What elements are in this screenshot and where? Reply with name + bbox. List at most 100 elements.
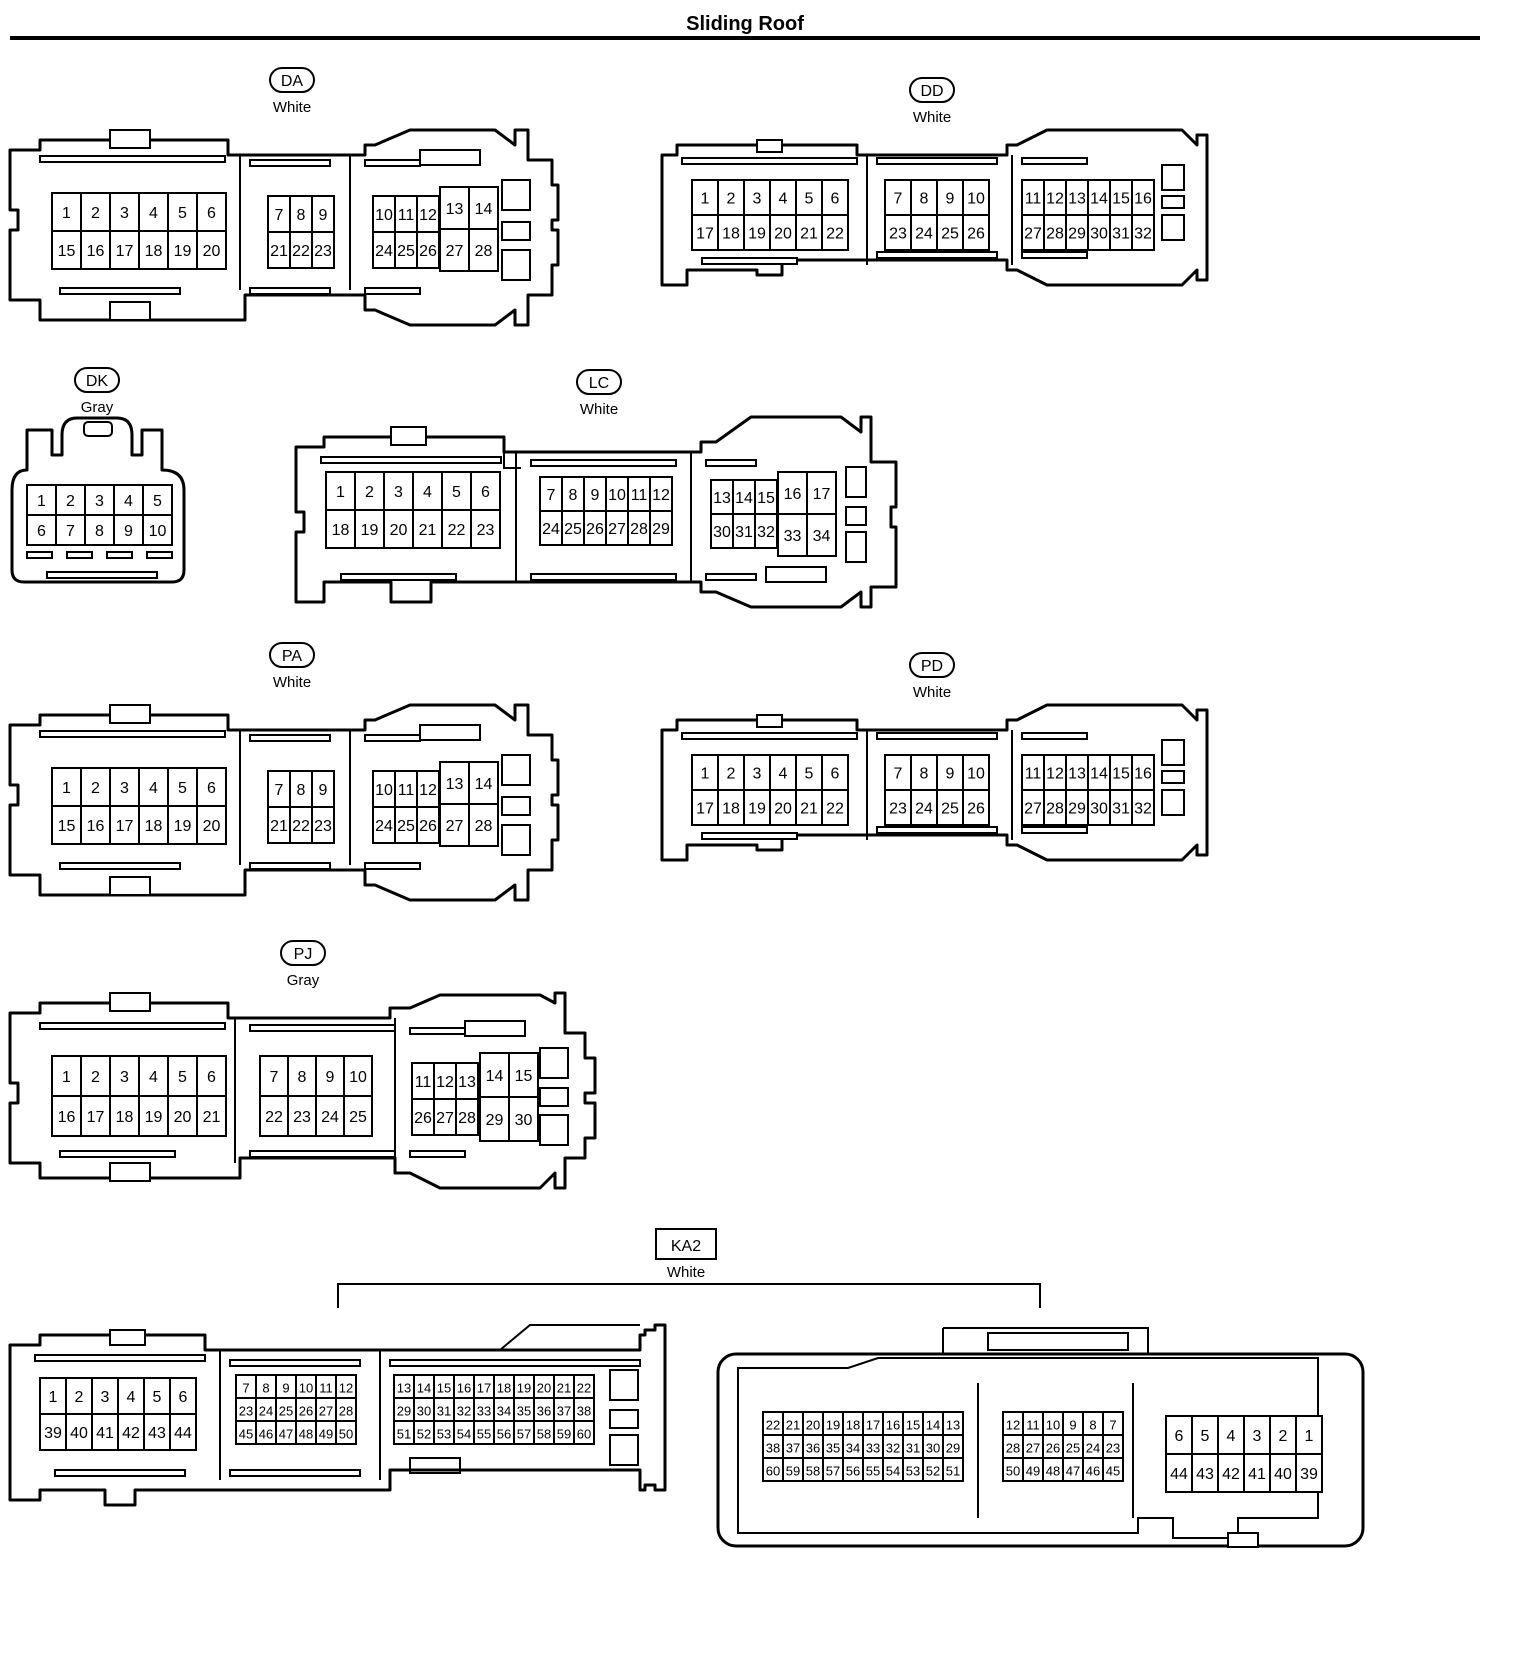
- pin-number: 7: [242, 1381, 249, 1396]
- pin-number: 46: [1086, 1464, 1100, 1479]
- pin-number: 21: [557, 1381, 571, 1396]
- connector-feature: [249, 734, 331, 742]
- pin-cell: [508, 1096, 539, 1142]
- pin-number: 3: [394, 484, 403, 501]
- connector-feature: [66, 551, 93, 559]
- pin-number: 25: [564, 521, 582, 538]
- pin-number: 3: [95, 493, 104, 510]
- pin-cell: [743, 179, 771, 216]
- pin-number: 36: [806, 1441, 820, 1456]
- connector-feature: [539, 1087, 569, 1107]
- pin-number: 8: [569, 487, 578, 504]
- pin-number: 27: [1024, 226, 1042, 243]
- pin-number: 28: [458, 1110, 476, 1127]
- connector-feature: [409, 1150, 466, 1158]
- pin-number: 6: [831, 191, 840, 208]
- pin-number: 9: [319, 207, 328, 224]
- pin-number: 23: [889, 801, 907, 818]
- pin-cell: [439, 803, 470, 847]
- connector-feature: [109, 1329, 146, 1346]
- pin-cell: [1102, 1457, 1124, 1482]
- pin-number: 24: [259, 1404, 273, 1419]
- connector-id: DA: [281, 73, 304, 90]
- pin-number: 9: [591, 487, 600, 504]
- connector-feature: [364, 862, 421, 870]
- pin-cell: [196, 805, 227, 845]
- pin-cell: [142, 484, 173, 516]
- connector-feature: [464, 1020, 526, 1037]
- pin-number: 12: [652, 487, 670, 504]
- pin-number: 18: [497, 1381, 511, 1396]
- pin-number: 38: [577, 1404, 591, 1419]
- pin-number: 43: [148, 1425, 166, 1442]
- pin-cell: [259, 1095, 289, 1137]
- connector-divider: [866, 730, 1013, 840]
- pin-cell: [51, 805, 82, 845]
- pin-number: 29: [1068, 801, 1086, 818]
- connector-feature: [499, 1324, 640, 1351]
- pin-cell: [311, 806, 335, 844]
- connector-color: White: [273, 99, 311, 116]
- pin-number: 15: [1112, 766, 1130, 783]
- pin-number: 17: [696, 226, 714, 243]
- pin-cell: [769, 789, 797, 826]
- pin-number: 19: [174, 243, 192, 260]
- pin-number: 25: [941, 801, 959, 818]
- connector-feature: [876, 251, 998, 259]
- pin-number: 17: [866, 1418, 880, 1433]
- connector-outline: [660, 128, 1209, 287]
- connector-feature: [109, 876, 151, 896]
- connector-feature: [539, 1114, 569, 1146]
- pin-number: 14: [1090, 766, 1108, 783]
- pin-number: 2: [91, 205, 100, 222]
- pin-number: 15: [437, 1381, 451, 1396]
- connector-feature: [701, 832, 798, 840]
- pin-number: 40: [1274, 1466, 1292, 1483]
- connector-feature: [106, 551, 133, 559]
- connector-divider: [977, 1383, 1134, 1518]
- pin-number: 35: [517, 1404, 531, 1419]
- pin-cell: [39, 1413, 67, 1451]
- pin-number: 20: [390, 522, 408, 539]
- connector-feature: [845, 506, 867, 526]
- pin-cell: [91, 1413, 119, 1451]
- pin-number: 8: [920, 191, 929, 208]
- pin-number: 14: [417, 1381, 431, 1396]
- pin-cell: [910, 214, 938, 251]
- pin-number: 9: [124, 523, 133, 540]
- pin-number: 19: [748, 226, 766, 243]
- pin-number: 11: [415, 1074, 432, 1091]
- pin-number: 10: [967, 191, 985, 208]
- pin-number: 18: [846, 1418, 860, 1433]
- pin-number: 30: [515, 1112, 533, 1129]
- pin-number: 29: [946, 1441, 960, 1456]
- connector-bracket: [337, 1283, 1041, 1308]
- connector-feature: [701, 257, 798, 265]
- pin-number: 5: [452, 484, 461, 501]
- pin-number: 41: [96, 1425, 114, 1442]
- pin-number: 19: [517, 1381, 531, 1396]
- pin-number: 18: [145, 818, 163, 835]
- connector-feature: [1161, 789, 1185, 816]
- connector-outline: [8, 1323, 667, 1507]
- pin-number: 16: [457, 1381, 471, 1396]
- pin-number: 21: [203, 1109, 221, 1126]
- pin-number: 26: [1046, 1441, 1060, 1456]
- pin-number: 20: [537, 1381, 551, 1396]
- pin-number: 25: [941, 226, 959, 243]
- pin-number: 13: [946, 1418, 960, 1433]
- connector-id: LC: [589, 375, 609, 392]
- pin-number: 5: [153, 493, 162, 510]
- pin-cell: [1217, 1453, 1245, 1493]
- pin-number: 27: [319, 1404, 333, 1419]
- pin-number: 33: [784, 528, 802, 545]
- connector-label-box: [269, 67, 315, 93]
- pin-cell: [777, 513, 808, 557]
- pin-number: 52: [417, 1427, 431, 1442]
- pin-number: 42: [122, 1425, 140, 1442]
- pin-number: 54: [457, 1427, 471, 1442]
- pin-cell: [468, 186, 499, 230]
- pin-number: 32: [1134, 226, 1152, 243]
